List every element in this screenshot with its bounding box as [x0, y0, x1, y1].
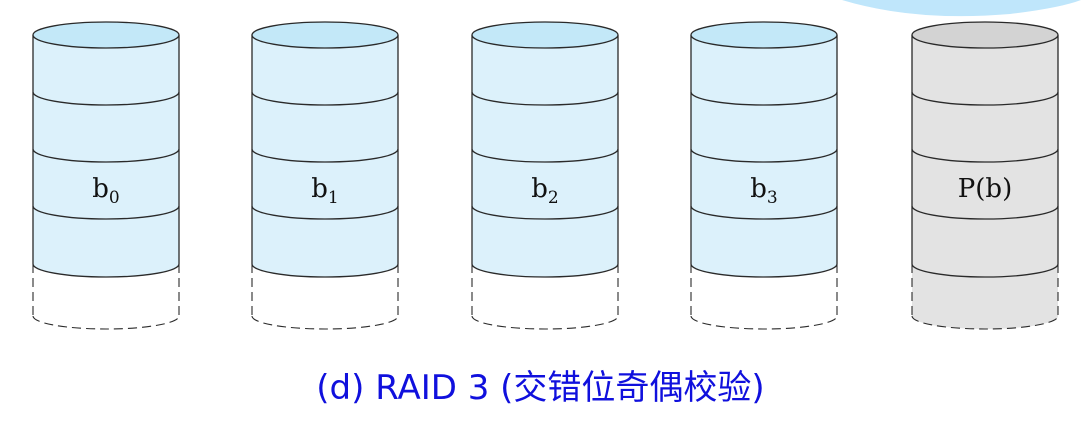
disk0-band-arc-3 — [32, 205, 180, 220]
disk1-top-ellipse — [251, 21, 399, 49]
disk1-band-arc-3 — [251, 205, 399, 220]
disk0-cylinder: b0 — [32, 21, 180, 330]
disk1-label: b1 — [311, 174, 338, 208]
disk1-band-arc-4 — [251, 263, 399, 278]
disk0-label-main: b — [92, 174, 109, 204]
disk4-band-arc-1 — [911, 91, 1059, 106]
disk2-band-arc-3 — [471, 205, 619, 220]
disk3-band-arc-3 — [690, 205, 838, 220]
disk4-label-main: P(b) — [958, 174, 1012, 204]
disk3-label-subscript: 3 — [767, 188, 778, 208]
disk0-band-arc-1 — [32, 91, 180, 106]
disk0-label: b0 — [92, 174, 119, 208]
disk2-band-arc-4 — [471, 263, 619, 278]
disk4-cylinder: P(b) — [911, 21, 1059, 330]
diagram-caption: (d) RAID 3 (交错位奇偶校验) — [316, 368, 765, 408]
disk2-dashed-bottom-arc — [471, 315, 619, 330]
disk2-label: b2 — [531, 174, 558, 208]
disk0-label-subscript: 0 — [109, 188, 120, 208]
disk1-band-arc-1 — [251, 91, 399, 106]
disk2-band-arc-1 — [471, 91, 619, 106]
disk3-body — [691, 35, 837, 277]
disk3-band-arc-2 — [690, 148, 838, 163]
disk2-cylinder: b2 — [471, 21, 619, 330]
disk1-band-arc-2 — [251, 148, 399, 163]
disk0-dashed-bottom-arc — [32, 315, 180, 330]
disk4-body — [912, 35, 1058, 329]
disk0-body — [33, 35, 179, 277]
disk4-band-arc-4 — [911, 263, 1059, 278]
disk3-label-main: b — [750, 174, 767, 204]
disk4-band-arc-3 — [911, 205, 1059, 220]
disk4-dashed-bottom-arc — [911, 315, 1059, 330]
disk3-band-arc-4 — [690, 263, 838, 278]
disk2-band-arc-2 — [471, 148, 619, 163]
disk2-body — [472, 35, 618, 277]
disk1-dashed-bottom-arc — [251, 315, 399, 330]
disk0-band-arc-4 — [32, 263, 180, 278]
disk4-label: P(b) — [958, 174, 1012, 204]
disk3-cylinder: b3 — [690, 21, 838, 330]
disk2-label-main: b — [531, 174, 548, 204]
disk1-label-main: b — [311, 174, 328, 204]
disk3-label: b3 — [750, 174, 777, 208]
disk1-body — [252, 35, 398, 277]
corner-decoration — [842, 0, 1081, 17]
disk0-band-arc-2 — [32, 148, 180, 163]
disk2-label-subscript: 2 — [548, 188, 559, 208]
disk0-top-ellipse — [32, 21, 180, 49]
disk2-top-ellipse — [471, 21, 619, 49]
disk1-label-subscript: 1 — [328, 188, 339, 208]
disk1-cylinder: b1 — [251, 21, 399, 330]
disk4-top-ellipse — [911, 21, 1059, 49]
disk4-band-arc-2 — [911, 148, 1059, 163]
disk3-band-arc-1 — [690, 91, 838, 106]
disk3-dashed-bottom-arc — [690, 315, 838, 330]
disk3-top-ellipse — [690, 21, 838, 49]
